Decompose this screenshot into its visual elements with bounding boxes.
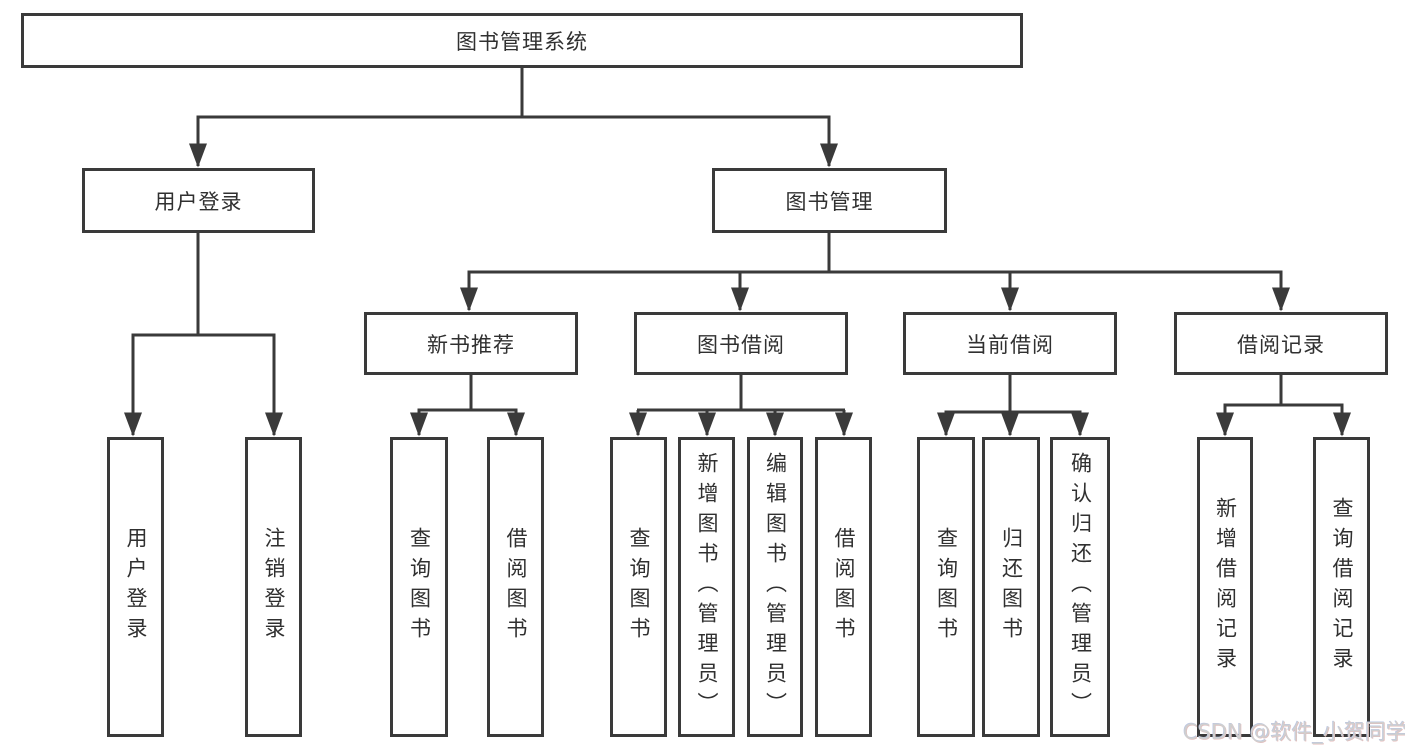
leaf-logout: 注销登录 bbox=[245, 437, 302, 737]
node-label: 图书管理系统 bbox=[456, 29, 588, 54]
node-library-management-system: 图书管理系统 bbox=[21, 13, 1023, 68]
leaf-return-books: 归还图书 bbox=[982, 437, 1040, 737]
node-label: 借阅图书 bbox=[832, 527, 856, 647]
node-label: 借阅图书 bbox=[504, 527, 528, 647]
node-book-management: 图书管理 bbox=[712, 168, 947, 233]
node-label: 新增图书（管理员） bbox=[695, 452, 719, 722]
leaf-add-borrow-record: 新增借阅记录 bbox=[1197, 437, 1253, 737]
csdn-watermark: CSDN @软件_小贺同学 bbox=[1183, 720, 1405, 744]
node-label: 新书推荐 bbox=[427, 332, 515, 357]
leaf-query-books-recommend: 查询图书 bbox=[390, 437, 448, 737]
leaf-edit-book-admin: 编辑图书（管理员） bbox=[747, 437, 803, 737]
borrowing-records-connector bbox=[1216, 375, 1351, 437]
node-label: 当前借阅 bbox=[966, 332, 1054, 357]
node-label: 新增借阅记录 bbox=[1213, 497, 1238, 677]
book-management-connector bbox=[460, 233, 1290, 312]
book-borrowing-connector bbox=[629, 375, 853, 437]
node-label: 用户登录 bbox=[154, 189, 243, 214]
node-new-book-recommend: 新书推荐 bbox=[364, 312, 578, 375]
root-connector bbox=[189, 68, 838, 168]
node-label: 查询借阅记录 bbox=[1330, 497, 1354, 677]
user-login-connector bbox=[124, 233, 283, 437]
node-borrowing-records: 借阅记录 bbox=[1174, 312, 1388, 375]
node-label: 图书管理 bbox=[785, 189, 874, 214]
leaf-user-login: 用户登录 bbox=[107, 437, 164, 737]
node-label: 查询图书 bbox=[407, 527, 432, 647]
node-label: 查询图书 bbox=[934, 527, 959, 647]
node-label: 编辑图书（管理员） bbox=[763, 452, 788, 722]
node-label: 确认归还（管理员） bbox=[1068, 452, 1093, 722]
leaf-query-books-current: 查询图书 bbox=[917, 437, 975, 737]
leaf-add-book-admin: 新增图书（管理员） bbox=[678, 437, 735, 737]
node-user-login: 用户登录 bbox=[82, 168, 315, 233]
node-book-borrowing: 图书借阅 bbox=[634, 312, 848, 375]
current-borrowing-connector bbox=[937, 375, 1089, 437]
leaf-query-books-borrowing: 查询图书 bbox=[610, 437, 667, 737]
node-label: 借阅记录 bbox=[1237, 332, 1325, 357]
node-current-borrowing: 当前借阅 bbox=[903, 312, 1117, 375]
leaf-borrow-books-recommend: 借阅图书 bbox=[487, 437, 544, 737]
leaf-confirm-return-admin: 确认归还（管理员） bbox=[1050, 437, 1110, 737]
node-label: 归还图书 bbox=[999, 527, 1024, 647]
leaf-query-borrow-record: 查询借阅记录 bbox=[1313, 437, 1370, 737]
node-label: 查询图书 bbox=[627, 527, 651, 647]
node-label: 用户登录 bbox=[124, 527, 148, 647]
leaf-borrow-books-borrowing: 借阅图书 bbox=[815, 437, 872, 737]
new-book-recommend-connector bbox=[410, 375, 525, 437]
node-label: 图书借阅 bbox=[697, 332, 785, 357]
node-label: 注销登录 bbox=[262, 527, 286, 647]
